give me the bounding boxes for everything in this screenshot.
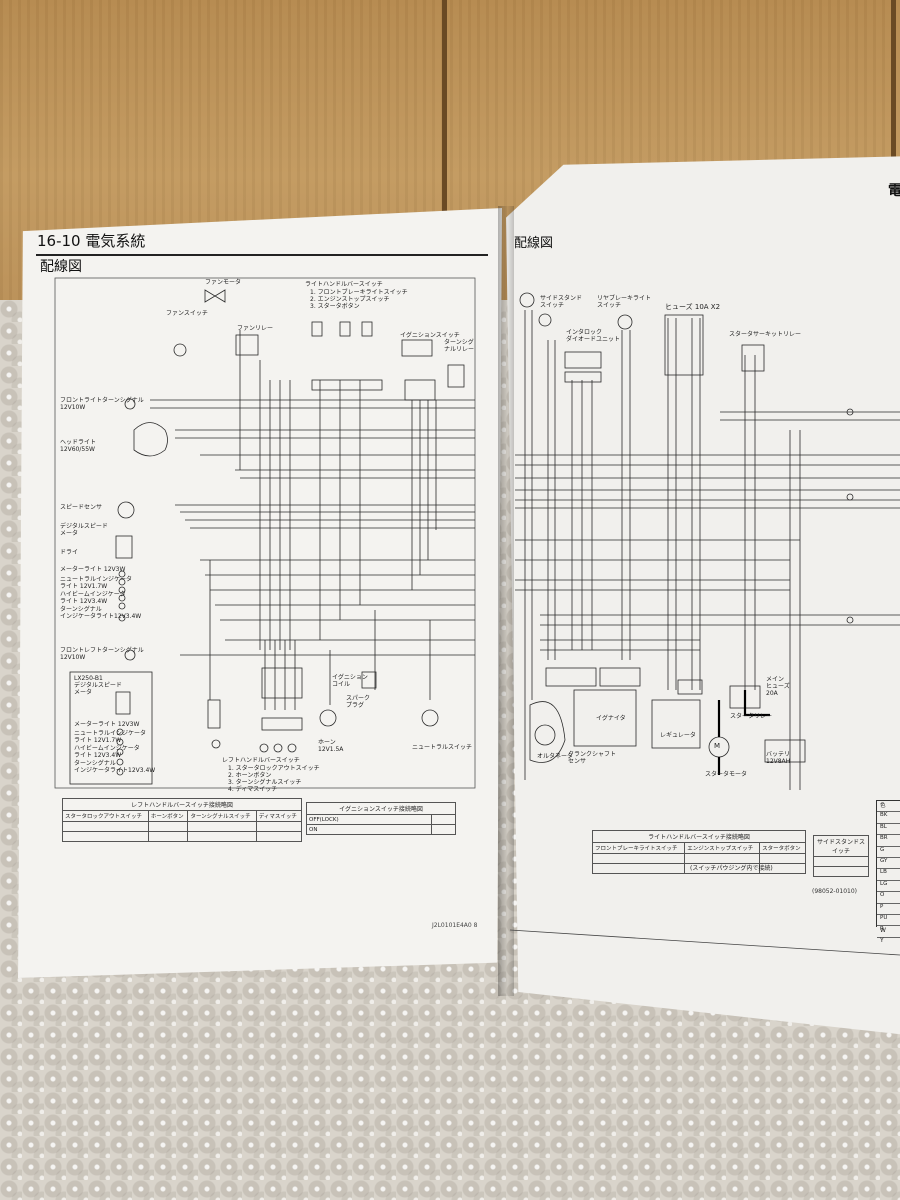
lh-item-2: 2. ホーンボタン [228,772,272,779]
right-page-footer: (98052-01010) [812,888,858,895]
color-code: PU [877,915,900,927]
right-page-corner: 電 [888,183,900,199]
ignition-switch-table: イグニションスイッチ接続略図 OFF(LOCK) ON [306,802,457,835]
table-cell: スタータロックアウトスイッチ [62,810,149,822]
neutral-indicator-label: ニュートラルインジケータ ライト 12V1.7W [60,576,133,590]
spark-plug-label: スパーク プラグ [346,695,371,709]
battery-label: バッテリ 12V8AH [766,751,791,765]
side-stand-switch-label: サイドスタンド スイッチ [540,295,583,309]
lh-item-3: 3. ターンシグナルスイッチ [228,779,302,786]
color-code: BK [877,812,900,824]
table-cell: OFF(LOCK) [306,814,432,825]
color-code: LB [877,869,900,881]
table-cell: エンジンストップスイッチ [684,842,761,854]
neutral-indicator-2-label: ニュートラルインジケータ ライト 12V1.7W [74,730,147,744]
turn-signal-relay-label: ターンシグナルリレー [444,339,475,353]
igniter-label: イグナイタ [596,715,626,722]
right-handlebar-switch-label: ライトハンドルバースイッチ [305,281,383,288]
starter-relay-label: スタータリレー [730,713,773,720]
front-right-turn-label: フロントライトターンシグナル 12V10W [60,397,144,411]
rh-item-1: 1. フロントブレーキライトスイッチ [310,289,408,296]
fan-motor-label: ファンモータ [205,279,242,286]
fan-switch-label: ファンスイッチ [166,310,208,317]
meter-light-2-label: メーターライト 12V3W [74,721,140,728]
neutral-switch-label: ニュートラルスイッチ [412,744,473,751]
color-code: W [880,927,886,934]
header-rule [36,254,488,256]
wall-seam [442,0,447,390]
page-subheader: 配線図 [40,259,82,275]
front-left-turn-label: フロントレフトターンシグナル 12V10W [60,647,144,661]
table-cell: ターンシグナルスイッチ [187,810,257,822]
turn-indicator-2-label: ターンシグナル インジケータライト12V3.4W [74,760,156,774]
lh-item-4: 4. ディマスイッチ [228,786,278,793]
interlock-diode-label: インタロック ダイオードユニット [566,329,621,343]
table-caption: イグニションスイッチ接続略図 [306,802,456,815]
rh-item-3: 3. スタータボタン [310,303,360,310]
lh-item-1: 1. スタータロックアウトスイッチ [228,765,320,772]
table-cell: ON [306,824,432,835]
speed-sensor-label: スピードセンサ [60,504,103,511]
regulator-label: レギュレータ [660,732,696,739]
table-cell: ディマスイッチ [255,810,303,822]
table-caption: サイドスタンドスイッチ [813,835,869,857]
color-code: P [877,904,900,915]
fuse-label: ヒューズ 10A X2 [665,303,721,311]
motor-symbol: M [714,742,721,750]
table-caption: ライトハンドルバースイッチ接続略図 [592,830,806,843]
left-handlebar-switch-label: レフトハンドルバースイッチ [222,757,300,764]
side-stand-switch-table: サイドスタンドスイッチ [813,835,869,877]
highbeam-indicator-label: ハイビームインジケータ ライト 12V3.4W [60,591,126,605]
table-cell: スタータボタン [759,842,806,854]
table-cell: ホーンボタン [147,810,189,822]
fan-relay-label: ファンリレー [237,325,274,332]
highbeam-indicator-2-label: ハイビームインジケータ ライト 12V3.4W [74,745,140,759]
color-code: Y [880,937,884,944]
color-code: 色 [877,801,900,813]
color-code: LG [877,881,900,893]
table-cell: フロントブレーキライトスイッチ [591,842,686,854]
rear-brake-switch-label: リヤブレーキライト スイッチ [597,295,652,309]
horn-label: ホーン 12V1.5A [318,739,344,753]
ignition-coil-label: イグニション コイル [332,674,368,688]
starter-circuit-relay-label: スタータサーキットリレー [729,331,802,338]
color-code: BR [877,835,900,847]
color-code: GY [877,858,900,870]
page-header: 16-10 電気系統 [37,232,146,250]
turn-indicator-label: ターンシグナル インジケータライト12V3.4W [60,606,142,620]
color-code-table: 色 BK BL BR G GY LB LG O P PU R [876,800,900,938]
book-gutter [498,206,514,996]
left-handlebar-switch-table: レフトハンドルバースイッチ接続略図 スタータロックアウトスイッチ ホーンボタン … [62,798,303,842]
rh-item-2: 2. エンジンストップスイッチ [310,296,390,303]
ignition-switch-label: イグニションスイッチ [400,332,460,339]
headlight-label: ヘッドライト 12V60/55W [60,439,97,453]
color-code: BL [877,824,900,836]
table-caption: レフトハンドルバースイッチ接続略図 [62,798,302,811]
switch-note: (スイッチパウジング内で接続) [690,865,773,872]
color-code: G [877,847,900,858]
lx250-label: LX250-B1 デジタルスピード メータ [74,675,122,696]
main-fuse-label: メイン ヒューズ 20A [766,676,790,697]
meter-light-label: メーターライト 12V3W [60,566,126,573]
right-handlebar-switch-table: ライトハンドルバースイッチ接続略図 フロントブレーキライトスイッチ エンジンスト… [591,830,806,874]
crankshaft-sensor-label: クランクシャフト センサ [568,751,617,765]
color-code: O [877,892,900,904]
left-page-footer: J2L0101E4A0 8 [432,922,478,929]
right-page-header: 配線図 [514,236,554,251]
color-code: R [877,926,900,938]
meter-dry-label: ドライ [60,549,79,556]
alternator-label: オルタネータ [537,753,574,760]
starter-motor-label: スタータモータ [705,771,748,778]
digital-speedometer-label: デジタルスピード メータ [60,523,108,537]
